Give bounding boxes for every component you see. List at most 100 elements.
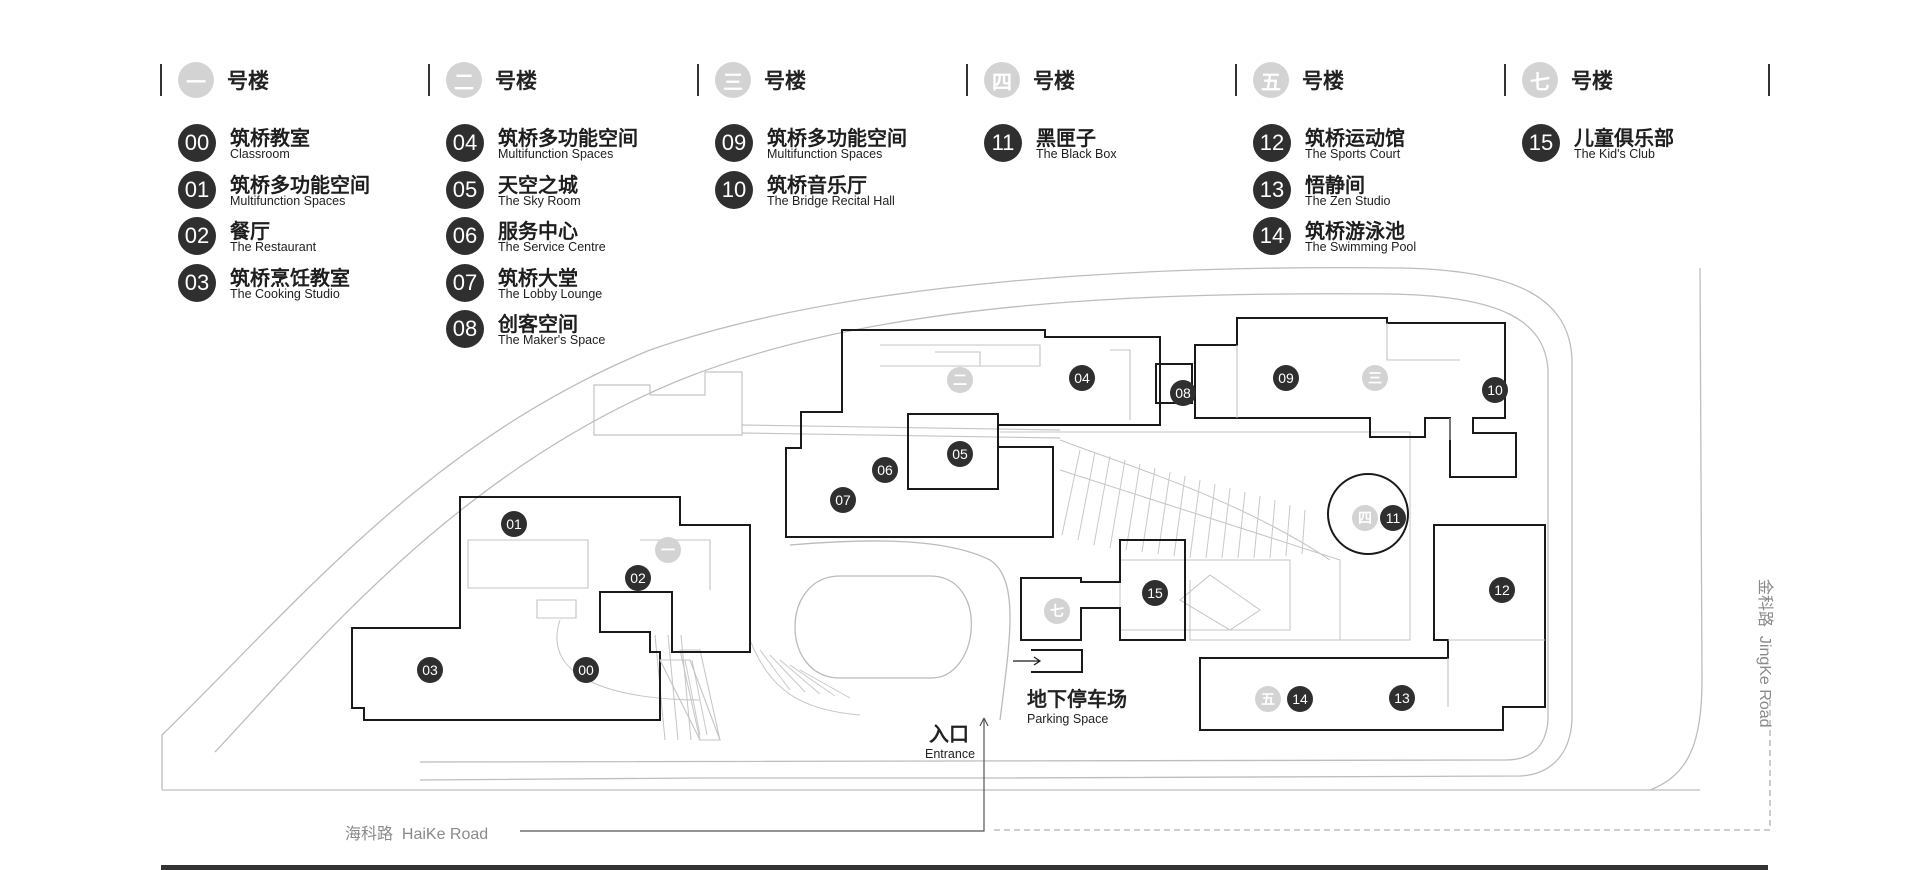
room-marker: 01 xyxy=(501,511,527,537)
room-marker-circle xyxy=(830,487,856,513)
room-name-zh: 餐厅 xyxy=(230,221,270,243)
room-number-badge: 15 xyxy=(1522,124,1560,162)
room-name-zh: 筑桥烹饪教室 xyxy=(230,267,350,290)
room-name-en: The Sky Room xyxy=(498,193,581,208)
building-heading: 一号楼 xyxy=(160,62,269,98)
building-marker: 四 xyxy=(1352,505,1378,531)
building-marker-label: 七 xyxy=(1050,603,1064,619)
room-name-zh: 悟静间 xyxy=(1305,174,1365,197)
building-number-badge: 五 xyxy=(1253,62,1289,98)
map-markers: 00010203040506070809101112131415一二三四五七 xyxy=(417,365,1515,712)
room-marker-label: 01 xyxy=(506,516,522,532)
building-heading: 三号楼 xyxy=(697,62,806,98)
room-marker: 09 xyxy=(1273,365,1299,391)
building-marker: 七 xyxy=(1044,598,1070,624)
room-name-zh: 筑桥多功能空间 xyxy=(767,128,907,150)
room-name-en: The Swimming Pool xyxy=(1305,240,1417,254)
room-name-zh: 筑桥运动馆 xyxy=(1305,128,1405,150)
building-marker: 一 xyxy=(655,537,681,563)
parking-label-zh: 地下停车场 xyxy=(1027,689,1127,711)
room-name-zh: 服务中心 xyxy=(498,221,578,243)
room-number-badge: 01 xyxy=(178,170,216,209)
room-marker-circle xyxy=(1273,365,1299,391)
building-1-inner xyxy=(467,539,721,741)
room-marker-label: 00 xyxy=(578,662,594,678)
building-marker-circle xyxy=(1362,365,1388,391)
room-marker-circle xyxy=(1380,505,1406,531)
building-number-badge: 二 xyxy=(446,62,482,98)
room-marker-label: 15 xyxy=(1147,585,1163,601)
room-name-en: The Zen Studio xyxy=(1305,193,1391,208)
building-heading: 二号楼 xyxy=(428,62,537,98)
building-number-badge: 四 xyxy=(984,62,1020,98)
room-number-badge: 12 xyxy=(1253,124,1291,162)
room-number-badge: 10 xyxy=(715,170,753,209)
room-marker-label: 11 xyxy=(1386,510,1401,526)
entrance-label-en: Entrance xyxy=(925,747,976,761)
room-marker-label: 02 xyxy=(630,570,646,586)
column-divider xyxy=(1504,64,1506,96)
room-name-en: The Lobby Lounge xyxy=(498,286,603,301)
building-4-outline xyxy=(1327,473,1409,555)
room-name-en: Multifunction Spaces xyxy=(230,193,346,208)
room-marker-label: 12 xyxy=(1494,582,1510,598)
column-divider xyxy=(697,64,699,96)
room-marker-label: 13 xyxy=(1394,690,1410,706)
room-marker: 07 xyxy=(830,487,856,513)
room-marker: 15 xyxy=(1142,580,1168,606)
building-marker-circle xyxy=(947,367,973,393)
room-marker-label: 09 xyxy=(1278,370,1294,386)
room-name-zh: 筑桥游泳池 xyxy=(1305,221,1405,243)
room-number-badge: 14 xyxy=(1253,217,1291,255)
column-divider xyxy=(160,64,162,96)
room-name-en: The Service Centre xyxy=(498,240,606,254)
room-marker-label: 06 xyxy=(877,462,893,478)
building-label: 号楼 xyxy=(1571,70,1613,93)
room-marker: 06 xyxy=(872,457,898,483)
room-marker-circle xyxy=(1482,377,1508,403)
room-marker: 08 xyxy=(1170,380,1196,406)
footer-bar xyxy=(161,865,1768,870)
building-3-inner xyxy=(1236,323,1460,440)
room-name-en: Classroom xyxy=(230,147,290,161)
haike-road-line xyxy=(520,718,985,832)
room-name-en: The Bridge Recital Hall xyxy=(767,193,895,208)
room-marker-label: 03 xyxy=(422,662,438,678)
room-marker: 10 xyxy=(1482,377,1508,403)
faint-building xyxy=(593,371,1061,439)
building-marker: 三 xyxy=(1362,365,1388,391)
building-2 xyxy=(785,329,1193,538)
room-name-en: The Maker's Space xyxy=(498,333,606,347)
room-marker-label: 08 xyxy=(1175,385,1191,401)
jingke-road-label: 金科路 JingKe Road xyxy=(1756,579,1773,728)
building-heading: 七号楼 xyxy=(1504,62,1613,98)
building-marker-label: 二 xyxy=(953,372,967,388)
room-marker-label: 14 xyxy=(1292,691,1308,707)
room-number-badge: 11 xyxy=(984,124,1022,162)
entrance-arrow xyxy=(979,717,989,727)
room-marker: 13 xyxy=(1389,685,1415,711)
room-number-badge: 04 xyxy=(446,124,484,162)
room-marker-label: 07 xyxy=(835,492,851,508)
building-label: 号楼 xyxy=(764,70,806,93)
building-marker-circle xyxy=(1352,505,1378,531)
building-1 xyxy=(351,496,751,721)
room-number-badge: 13 xyxy=(1253,170,1291,209)
room-marker-circle xyxy=(1142,580,1168,606)
building-5-inner xyxy=(1447,639,1545,707)
haike-road-label: 海科路 HaiKe Road xyxy=(345,826,489,843)
parking-label-en: Parking Space xyxy=(1027,712,1109,726)
room-number-badge: 07 xyxy=(446,263,484,302)
room-marker-circle xyxy=(417,657,443,683)
terraces xyxy=(556,431,1411,741)
room-marker-circle xyxy=(625,565,651,591)
room-number-badge: 00 xyxy=(178,124,216,162)
building-marker-label: 三 xyxy=(1368,370,1382,386)
room-name-en: The Restaurant xyxy=(230,240,317,254)
room-marker: 14 xyxy=(1287,686,1313,712)
room-name-en: The Cooking Studio xyxy=(230,286,340,301)
building-marker: 五 xyxy=(1255,686,1281,712)
room-marker-circle xyxy=(1489,577,1515,603)
